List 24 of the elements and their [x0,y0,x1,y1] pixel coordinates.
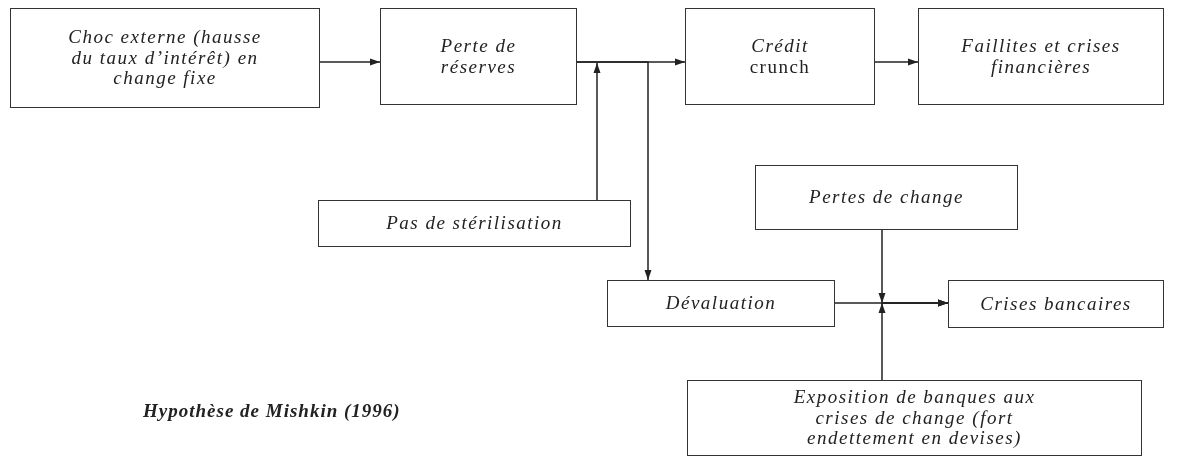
arrow [593,62,601,201]
arrow [576,61,652,281]
box-label: Exposition de banques aux crises de change (fort endettement en devises) [792,386,1037,450]
box-label: Faillites et crises financières [960,35,1122,78]
box-label: Crises bancaires [980,293,1132,315]
arrow [874,58,919,66]
diagram-caption: Hypothèse de Mishkin (1996) [143,400,401,422]
box-label: Perte de réserves [439,35,518,78]
process-box [918,8,1164,105]
process-box [318,200,631,247]
box-label: Pas de stérilisation [386,213,563,234]
process-box [755,165,1018,230]
process-box [607,280,835,327]
process-box [687,380,1142,456]
process-box [948,280,1164,328]
box-label: Crédit crunch [748,35,812,78]
process-box [380,8,577,105]
box-label: Pertes de change [809,187,964,208]
arrow [319,58,381,66]
box-label: Dévaluation [665,293,777,314]
process-box [10,8,320,108]
arrow [878,299,949,381]
box-label: Choc externe (hausse du taux d’intérêt) en change fixe [67,26,263,90]
process-box [685,8,875,105]
